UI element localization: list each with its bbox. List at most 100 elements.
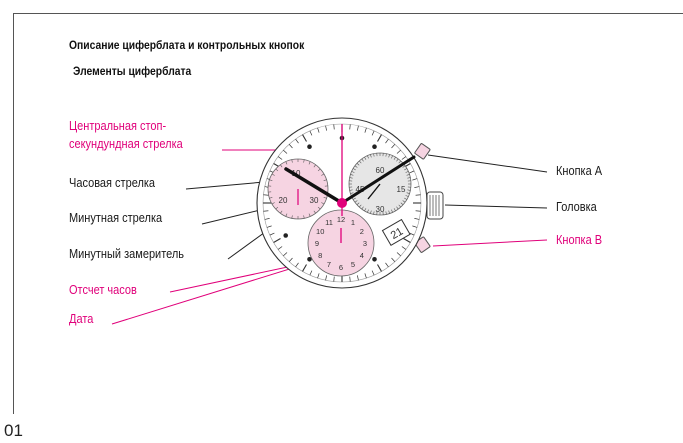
subdial-tick — [303, 159, 305, 163]
subdial-tick — [361, 206, 364, 210]
label-hour-hand: Часовая стрелка — [69, 176, 156, 190]
bottom-subdial-numeral: 3 — [363, 239, 367, 248]
minute-tick — [317, 127, 320, 133]
label-central-seconds-hand-line2: секундундная стрелка — [69, 137, 183, 151]
minute-tick — [302, 134, 307, 142]
subdial-tick — [354, 200, 358, 203]
subdial-tick — [400, 202, 404, 205]
subdial-tick — [364, 208, 367, 211]
minute-tick — [391, 257, 396, 262]
subdial-tick — [396, 206, 399, 210]
subdial-tick — [308, 213, 311, 217]
subdial-tick — [404, 168, 407, 171]
crown — [426, 191, 444, 220]
minute-tick — [391, 144, 396, 149]
subdial-tick — [271, 173, 275, 176]
minute-tick — [357, 125, 359, 131]
subdial-tick — [402, 165, 406, 168]
minute-tick — [283, 149, 288, 154]
subdial-tick — [285, 161, 288, 165]
minute-track — [263, 124, 421, 282]
minute-tick — [371, 130, 375, 136]
date-window: 21 — [381, 218, 411, 246]
bottom-subdial-numeral: 7 — [327, 260, 331, 269]
minute-tick — [377, 264, 382, 272]
hour-dot — [372, 144, 377, 150]
bottom-subdial-numeral: 4 — [360, 251, 364, 260]
minute-tick — [401, 246, 407, 250]
subdial-tick — [359, 204, 362, 208]
minute-tick — [266, 225, 272, 228]
subdial-tick — [275, 168, 279, 172]
minute-tick — [357, 275, 359, 281]
right-subdial-60: 60 — [376, 166, 385, 175]
subdial-tick — [353, 168, 356, 171]
bottom-subdial-numeral: 9 — [315, 239, 319, 248]
subdial-tick — [291, 159, 293, 163]
subdial-tick — [407, 177, 411, 179]
subdial-tick — [404, 197, 407, 200]
subdial-tick — [275, 206, 279, 210]
subdial-tick — [317, 206, 321, 210]
minute-tick — [269, 232, 275, 236]
minute-tick — [364, 273, 367, 279]
minute-tick — [412, 178, 418, 181]
bottom-subdial-numeral: 2 — [360, 227, 364, 236]
bottom-subdial-numeral: 5 — [351, 260, 355, 269]
right-subdial-hand — [367, 183, 381, 200]
bottom-subdial-numeral: 6 — [339, 263, 343, 272]
hour-dot — [372, 256, 377, 262]
label-date: Дата — [69, 312, 94, 326]
subdial-tick — [393, 157, 396, 160]
subdial-tick — [280, 164, 283, 168]
subdial-tick — [370, 210, 372, 214]
subdial-tick — [391, 209, 393, 213]
label-crown: Головка — [556, 200, 597, 214]
subdial-tick — [402, 200, 406, 203]
subdial-tick — [406, 174, 410, 176]
right-subdial-45: 45 — [356, 185, 365, 194]
bottom-subdial-numeral: 8 — [318, 251, 322, 260]
right-subdial-15: 15 — [397, 185, 406, 194]
minute-tick — [371, 270, 375, 276]
minute-tick — [288, 144, 293, 149]
left-subdial-30: 30 — [310, 196, 319, 205]
minute-tick — [302, 264, 307, 272]
subdial-tick — [361, 158, 364, 162]
minute-tick — [317, 273, 320, 279]
hour-dot — [307, 144, 312, 150]
minute-tick — [414, 186, 420, 188]
subdial-tick — [385, 211, 387, 215]
subdial-tick — [364, 157, 367, 160]
label-central-seconds-hand-line1: Центральная стоп- — [69, 119, 167, 133]
minute-tick — [349, 276, 351, 282]
minute-tick — [295, 262, 299, 268]
left-subdial-20: 20 — [279, 196, 288, 205]
leader-button-a — [427, 154, 548, 173]
right-subdial: 60 15 30 45 — [348, 152, 412, 216]
subdial-tick — [398, 160, 401, 164]
subdial-tick — [391, 155, 393, 159]
subdial-tick — [271, 202, 275, 205]
subdial-tick — [291, 215, 293, 219]
subdial-tick — [349, 189, 353, 191]
page-number: 01 — [4, 421, 23, 440]
subdial-tick — [356, 163, 360, 166]
subsection-heading: Элементы циферблата — [73, 64, 192, 78]
subdial-tick — [351, 171, 355, 173]
minute-tick — [309, 270, 313, 276]
subdial-tick — [269, 197, 273, 199]
minute-tick — [385, 262, 389, 268]
minute-tick — [277, 156, 283, 160]
minute-tick — [396, 149, 401, 154]
bottom-subdial-numeral: 1 — [351, 218, 355, 227]
subdial-tick — [313, 164, 316, 168]
minute-tick — [349, 124, 351, 130]
label-button-a: Кнопка А — [556, 164, 603, 178]
button-a-pusher — [414, 143, 431, 160]
subdial-tick — [353, 197, 356, 200]
section-heading: Описание циферблата и контрольных кнопок — [69, 38, 305, 52]
bottom-subdial-numeral: 10 — [316, 227, 324, 236]
label-hour-counter: Отсчет часов — [69, 283, 137, 297]
